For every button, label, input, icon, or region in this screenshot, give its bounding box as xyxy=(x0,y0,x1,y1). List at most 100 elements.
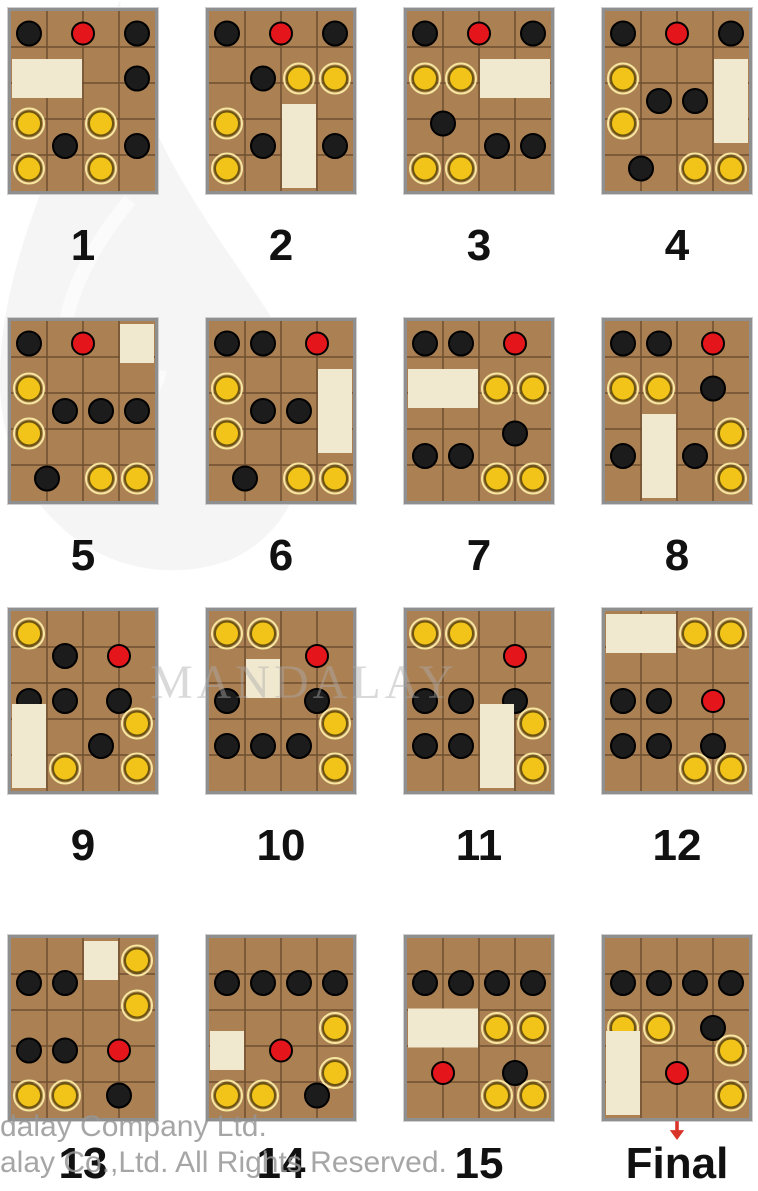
black-ball-icon xyxy=(503,1061,527,1085)
black-ball-icon xyxy=(521,22,545,46)
yellow-ball-icon xyxy=(485,467,509,491)
black-ball-icon xyxy=(125,22,149,46)
yellow-ball-icon xyxy=(521,757,545,781)
empty-slot xyxy=(84,941,118,980)
yellow-ball-icon xyxy=(17,422,41,446)
black-ball-icon xyxy=(485,971,509,995)
yellow-ball-icon xyxy=(719,467,743,491)
red-ball-icon xyxy=(702,690,724,712)
yellow-ball-icon xyxy=(125,757,149,781)
black-ball-icon xyxy=(215,734,239,758)
black-ball-icon xyxy=(611,734,635,758)
yellow-ball-icon xyxy=(287,467,311,491)
yellow-ball-icon xyxy=(521,1016,545,1040)
black-ball-icon xyxy=(449,332,473,356)
board-canvas xyxy=(11,11,155,191)
black-ball-icon xyxy=(107,1084,131,1108)
black-ball-icon xyxy=(89,734,113,758)
black-ball-icon xyxy=(683,444,707,468)
black-ball-icon xyxy=(17,1039,41,1063)
puzzle-board xyxy=(404,935,554,1121)
yellow-ball-icon xyxy=(683,757,707,781)
black-ball-icon xyxy=(647,734,671,758)
yellow-ball-icon xyxy=(521,1084,545,1108)
step-label: 2 xyxy=(206,222,356,270)
red-ball-icon xyxy=(666,1062,688,1084)
black-ball-icon xyxy=(17,971,41,995)
red-ball-icon xyxy=(306,333,328,355)
puzzle-board xyxy=(206,935,356,1121)
black-ball-icon xyxy=(683,971,707,995)
puzzle-board xyxy=(206,318,356,504)
watermark-line-2: alay Co.,Ltd. All Rights Reserved. xyxy=(0,1146,447,1180)
black-ball-icon xyxy=(323,971,347,995)
empty-slot xyxy=(606,614,676,653)
board-canvas xyxy=(605,321,749,501)
yellow-ball-icon xyxy=(215,112,239,136)
black-ball-icon xyxy=(215,971,239,995)
puzzle-board xyxy=(602,8,752,194)
puzzle-board xyxy=(206,8,356,194)
puzzle-board xyxy=(602,935,752,1121)
empty-slot xyxy=(408,369,478,408)
board-canvas xyxy=(209,321,353,501)
black-ball-icon xyxy=(701,1016,725,1040)
red-down-arrow-icon xyxy=(668,1121,686,1141)
black-ball-icon xyxy=(719,22,743,46)
yellow-ball-icon xyxy=(323,467,347,491)
black-ball-icon xyxy=(413,971,437,995)
step-label: 12 xyxy=(602,822,752,870)
black-ball-icon xyxy=(485,134,509,158)
yellow-ball-icon xyxy=(17,377,41,401)
puzzle-board xyxy=(602,318,752,504)
yellow-ball-icon xyxy=(89,467,113,491)
yellow-ball-icon xyxy=(215,1084,239,1108)
board-canvas xyxy=(11,611,155,791)
yellow-ball-icon xyxy=(719,1039,743,1063)
empty-slot xyxy=(714,59,748,143)
black-ball-icon xyxy=(647,332,671,356)
yellow-ball-icon xyxy=(413,622,437,646)
puzzle-board xyxy=(8,8,158,194)
yellow-ball-icon xyxy=(611,112,635,136)
yellow-ball-icon xyxy=(719,1084,743,1108)
yellow-ball-icon xyxy=(323,1061,347,1085)
black-ball-icon xyxy=(251,67,275,91)
yellow-ball-icon xyxy=(719,157,743,181)
empty-slot xyxy=(120,324,154,363)
yellow-ball-icon xyxy=(251,1084,275,1108)
black-ball-icon xyxy=(287,399,311,423)
yellow-ball-icon xyxy=(449,622,473,646)
yellow-ball-icon xyxy=(287,67,311,91)
black-ball-icon xyxy=(449,971,473,995)
black-ball-icon xyxy=(629,157,653,181)
black-ball-icon xyxy=(611,971,635,995)
black-ball-icon xyxy=(413,444,437,468)
empty-slot xyxy=(480,704,514,788)
yellow-ball-icon xyxy=(413,157,437,181)
black-ball-icon xyxy=(287,734,311,758)
black-ball-icon xyxy=(413,332,437,356)
step-label: 5 xyxy=(8,532,158,580)
yellow-ball-icon xyxy=(521,377,545,401)
yellow-ball-icon xyxy=(413,67,437,91)
yellow-ball-icon xyxy=(521,712,545,736)
yellow-ball-icon xyxy=(215,157,239,181)
puzzle-board xyxy=(8,935,158,1121)
yellow-ball-icon xyxy=(719,757,743,781)
yellow-ball-icon xyxy=(17,622,41,646)
black-ball-icon xyxy=(53,1039,77,1063)
black-ball-icon xyxy=(449,444,473,468)
yellow-ball-icon xyxy=(719,422,743,446)
yellow-ball-icon xyxy=(323,67,347,91)
black-ball-icon xyxy=(611,22,635,46)
red-ball-icon xyxy=(432,1062,454,1084)
black-ball-icon xyxy=(215,22,239,46)
board-canvas xyxy=(407,938,551,1118)
black-ball-icon xyxy=(503,422,527,446)
black-ball-icon xyxy=(647,89,671,113)
black-ball-icon xyxy=(215,332,239,356)
black-ball-icon xyxy=(125,134,149,158)
empty-slot xyxy=(318,369,352,453)
